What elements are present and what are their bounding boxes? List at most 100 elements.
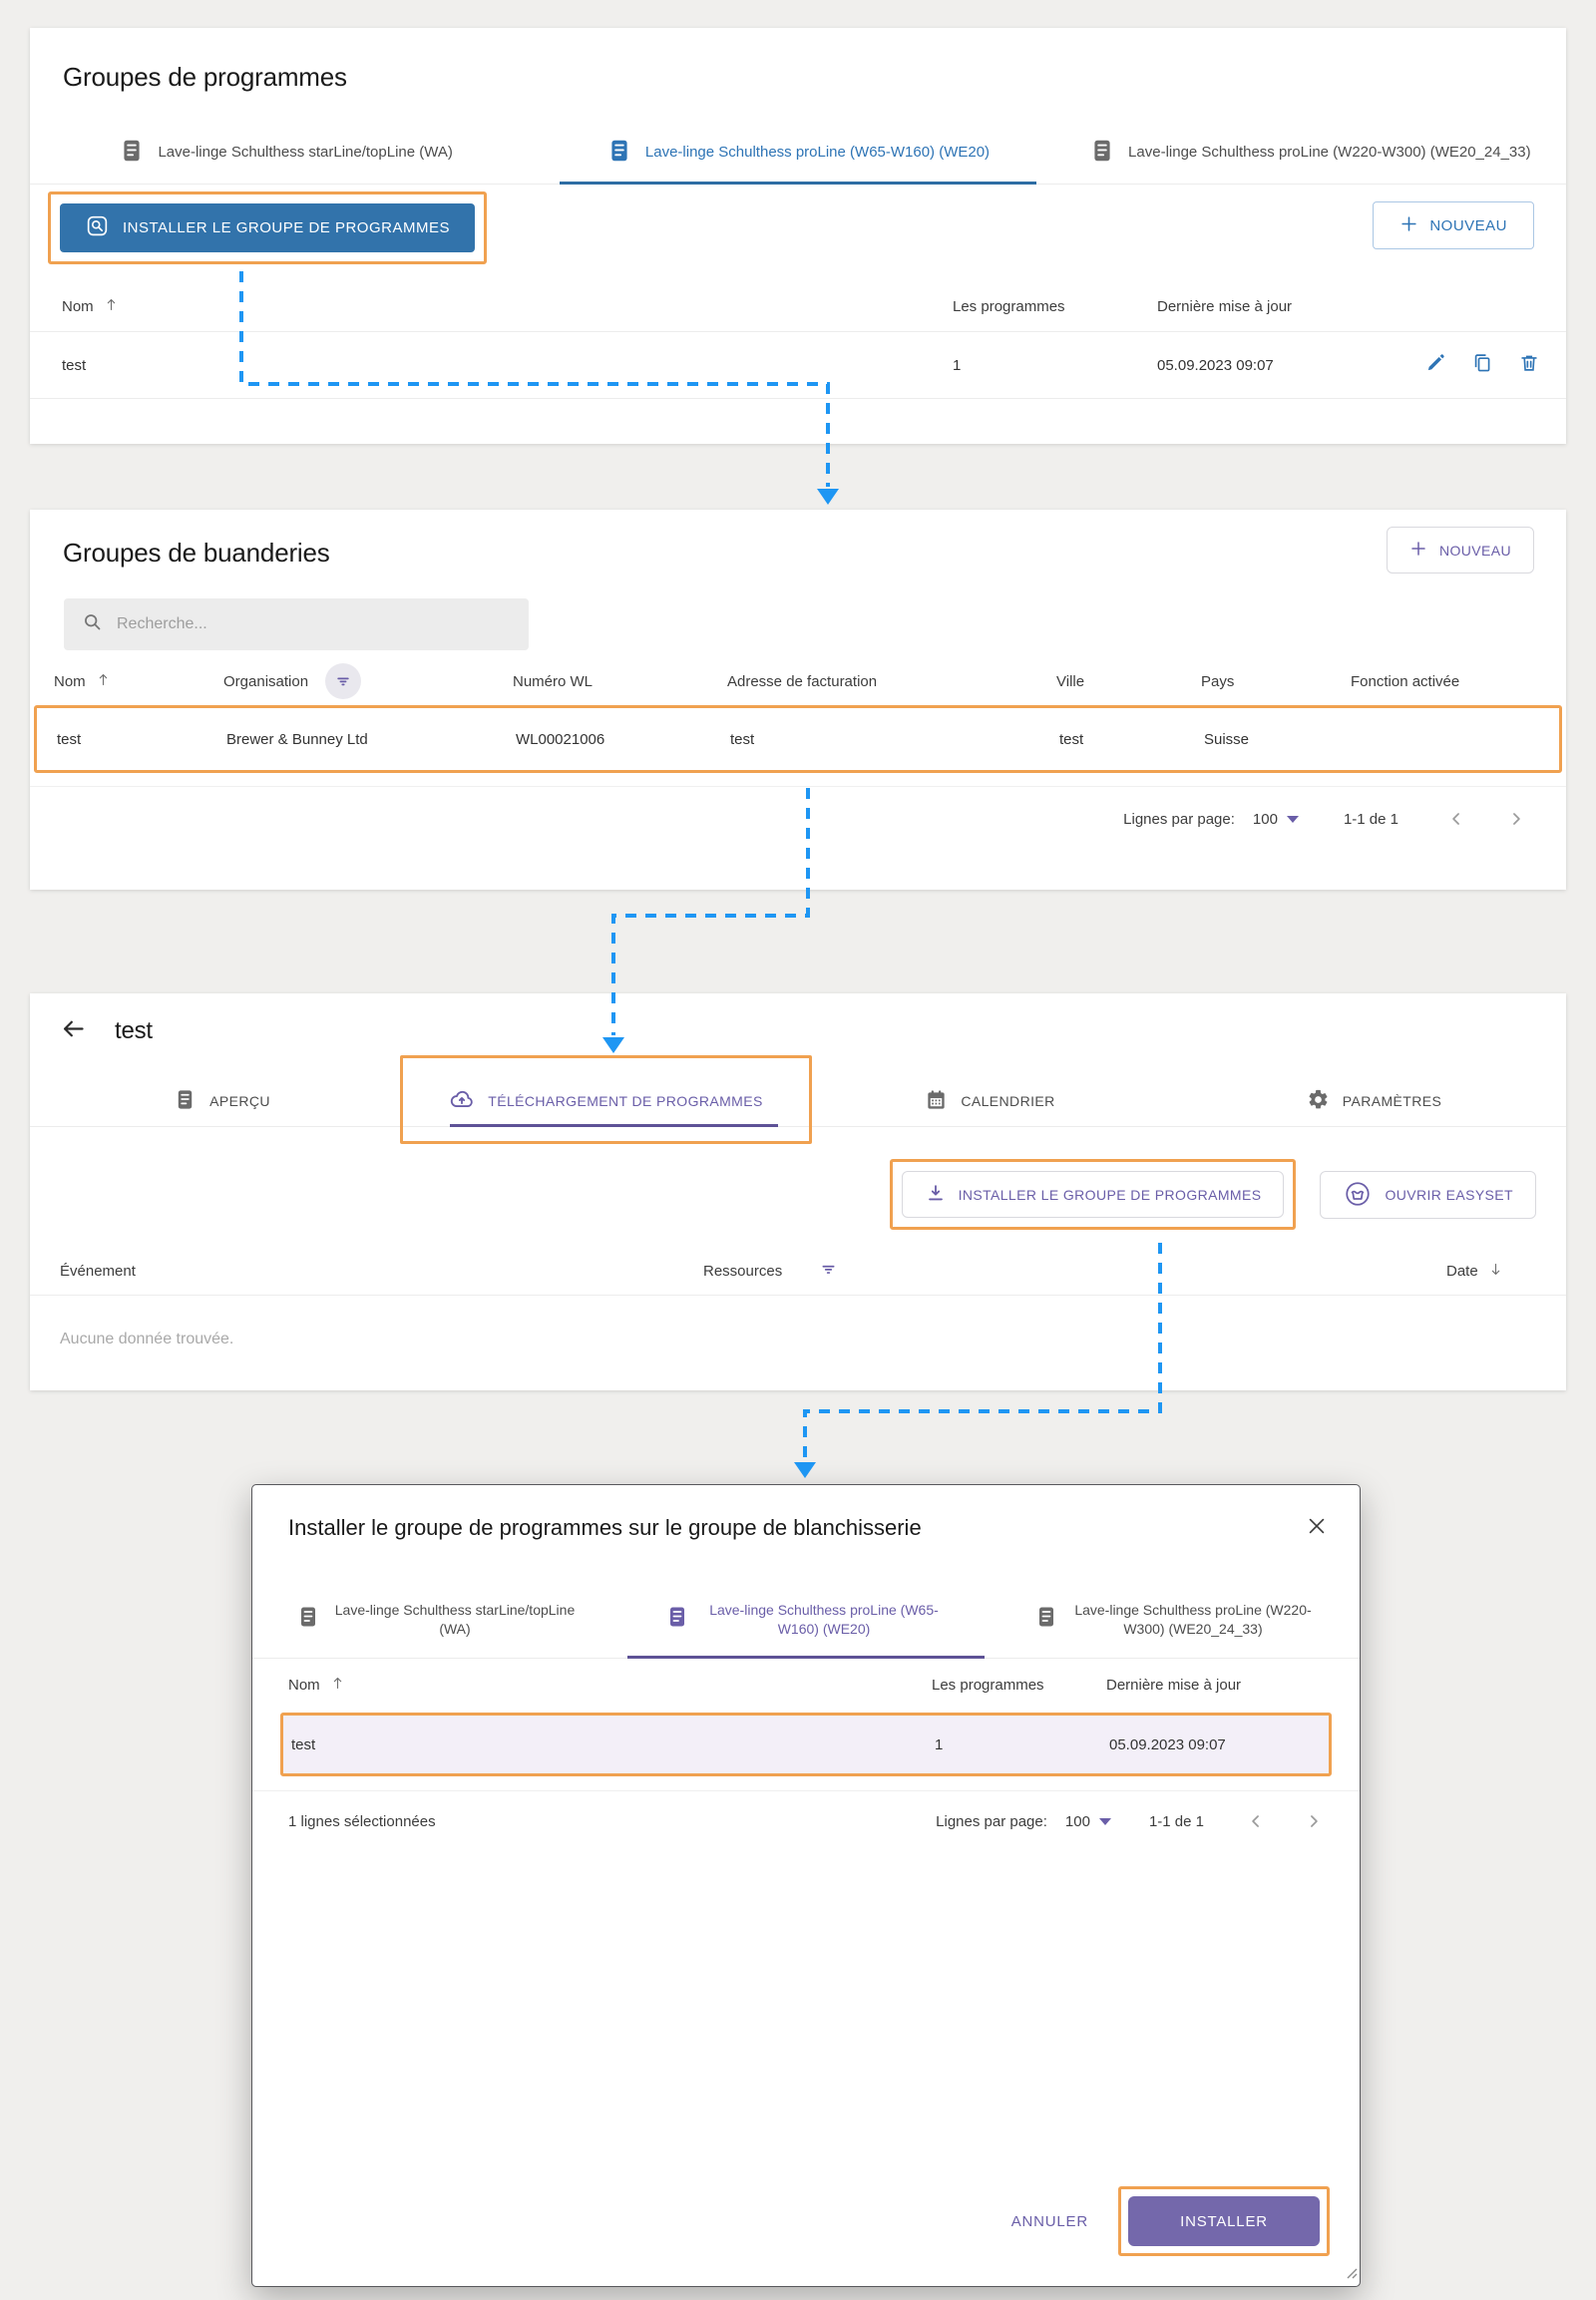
delete-icon[interactable] (1518, 352, 1540, 379)
tab-proline-we20-24-33[interactable]: Lave-linge Schulthess proLine (W220-W300… (991, 1581, 1360, 1658)
tab-proline-we20[interactable]: Lave-linge Schulthess proLine (W65-W160)… (621, 1581, 991, 1659)
close-icon[interactable] (1302, 1511, 1332, 1541)
cell-updated: 05.09.2023 09:07 (1157, 357, 1274, 374)
program-list-icon (119, 138, 145, 169)
laundry-groups-panel: Groupes de buanderies NOUVEAU Nom Organi… (30, 510, 1566, 890)
calendar-icon (925, 1088, 948, 1116)
program-list-icon (665, 1605, 689, 1634)
search-icon (82, 611, 103, 637)
column-nom-sort[interactable]: Nom (54, 671, 223, 692)
tab-label: Lave-linge Schulthess proLine (W65-W160)… (644, 144, 991, 162)
install-program-group-dialog: Installer le groupe de programmes sur le… (251, 1484, 1361, 2287)
tab-starline-topline-wa[interactable]: Lave-linge Schulthess starLine/topLine (… (30, 123, 542, 184)
search-field[interactable] (64, 598, 529, 650)
program-list-icon (1089, 138, 1115, 169)
dialog-title: Installer le groupe de programmes sur le… (288, 1515, 922, 1540)
cell-programmes: 1 (935, 1735, 944, 1753)
row-divider (30, 786, 1566, 787)
rows-per-page-select[interactable]: 100 (1065, 1813, 1111, 1830)
gear-icon (1307, 1088, 1330, 1116)
column-programmes: Les programmes (932, 1676, 1044, 1694)
install-program-group-button[interactable]: INSTALLER LE GROUPE DE PROGRAMMES (901, 1171, 1285, 1218)
edit-icon[interactable] (1424, 352, 1446, 379)
new-laundry-group-button[interactable]: NOUVEAU (1386, 527, 1534, 574)
new-button-label: NOUVEAU (1438, 542, 1511, 559)
cell-updated: 05.09.2023 09:07 (1109, 1735, 1226, 1753)
detail-tabs: APERÇU TÉLÉCHARGEMENT DE PROGRAMMES CALE… (30, 1055, 1566, 1144)
filter-icon[interactable] (325, 663, 362, 699)
resize-handle-icon[interactable] (1344, 2265, 1358, 2284)
plus-icon (1409, 540, 1427, 561)
column-numero-wl: Numéro WL (513, 672, 594, 690)
tab-apercu[interactable]: APERÇU (30, 1077, 414, 1126)
rows-per-page-select[interactable]: 100 (1253, 811, 1299, 828)
install-program-group-button[interactable]: INSTALLER LE GROUPE DE PROGRAMMES (60, 203, 475, 252)
sort-desc-icon (1487, 1261, 1504, 1282)
detail-title: test (115, 1017, 153, 1044)
empty-table-message: Aucune donnée trouvée. (60, 1331, 234, 1347)
install-program-icon (85, 213, 110, 242)
selected-table-row[interactable]: test 1 05.09.2023 09:07 (280, 1713, 1332, 1776)
flow-arrowhead-1 (817, 489, 839, 505)
program-list-icon (606, 138, 632, 169)
cancel-button[interactable]: ANNULER (1010, 2212, 1088, 2230)
laundry-group-detail-panel: test APERÇU TÉLÉCHARGEMENT DE PROGRAMMES (30, 993, 1566, 1390)
program-groups-panel: Groupes de programmes Lave-linge Schulth… (30, 28, 1566, 444)
cell-ville: test (1059, 730, 1084, 748)
page-title: Groupes de programmes (63, 62, 347, 92)
install-button-label: INSTALLER LE GROUPE DE PROGRAMMES (958, 1186, 1262, 1203)
column-programmes: Les programmes (953, 298, 1065, 315)
sort-asc-icon (95, 671, 112, 692)
new-program-group-button[interactable]: NOUVEAU (1373, 201, 1534, 249)
table-row[interactable]: test 1 05.09.2023 09:07 (30, 333, 1566, 399)
column-pays: Pays (1201, 672, 1235, 690)
plus-icon (1399, 214, 1418, 237)
filter-icon[interactable] (819, 1260, 838, 1283)
tab-telechargement-de-programmes[interactable]: TÉLÉCHARGEMENT DE PROGRAMMES (400, 1055, 812, 1144)
table-header: Nom Les programmes Dernière mise à jour (252, 1663, 1360, 1707)
next-page-icon[interactable] (1304, 1811, 1324, 1831)
new-button-label: NOUVEAU (1429, 216, 1507, 234)
cell-organisation: Brewer & Bunney Ltd (226, 730, 368, 748)
column-nom-sort[interactable]: Nom (288, 1675, 932, 1696)
active-tab-underline (627, 1656, 985, 1659)
sort-asc-icon (329, 1675, 346, 1696)
active-tab-underline (450, 1124, 778, 1127)
pagination: Lignes par page: 100 1-1 de 1 (1123, 799, 1526, 839)
annotation-highlight-box: INSTALLER LE GROUPE DE PROGRAMMES (889, 1159, 1297, 1230)
cell-numero-wl: WL00021006 (516, 730, 605, 748)
search-input[interactable] (117, 615, 511, 633)
install-button[interactable]: INSTALLER (1128, 2196, 1320, 2246)
program-list-icon (1034, 1605, 1058, 1634)
selected-rows-text: 1 lignes sélectionnées (288, 1812, 436, 1830)
tab-starline-topline-wa[interactable]: Lave-linge Schulthess starLine/topLine (… (252, 1581, 621, 1658)
cell-nom: test (291, 1735, 316, 1753)
previous-page-icon[interactable] (1446, 809, 1466, 829)
active-tab-underline (560, 182, 1036, 185)
cell-programmes: 1 (953, 357, 962, 374)
program-list-icon (296, 1605, 320, 1634)
column-updated: Dernière mise à jour (1157, 298, 1293, 315)
column-ville: Ville (1056, 672, 1085, 690)
row-divider (252, 1790, 1360, 1791)
machine-type-tabs: Lave-linge Schulthess starLine/topLine (… (30, 123, 1566, 185)
page-range: 1-1 de 1 (1343, 810, 1398, 828)
table-header: Nom Les programmes Dernière mise à jour (30, 282, 1566, 332)
tab-calendrier[interactable]: CALENDRIER (798, 1077, 1182, 1126)
tab-proline-we20[interactable]: Lave-linge Schulthess proLine (W65-W160)… (542, 123, 1053, 185)
caret-down-icon (1286, 815, 1299, 823)
column-organisation: Organisation (223, 672, 309, 690)
tab-proline-we20-24-33[interactable]: Lave-linge Schulthess proLine (W220-W300… (1054, 123, 1566, 184)
next-page-icon[interactable] (1506, 809, 1526, 829)
cell-nom: test (62, 357, 87, 374)
duplicate-icon[interactable] (1471, 352, 1493, 379)
open-easyset-button[interactable]: OUVRIR EASYSET (1320, 1171, 1536, 1219)
tab-label: Lave-linge Schulthess starLine/topLine (… (158, 144, 453, 162)
column-date-sort[interactable]: Date (1446, 1261, 1536, 1282)
tab-parametres[interactable]: PARAMÈTRES (1182, 1077, 1566, 1126)
previous-page-icon[interactable] (1246, 1811, 1266, 1831)
back-arrow-icon[interactable] (60, 1015, 87, 1047)
column-nom-sort[interactable]: Nom (62, 296, 953, 317)
table-row[interactable]: test Brewer & Bunney Ltd WL00021006 test… (34, 705, 1562, 773)
